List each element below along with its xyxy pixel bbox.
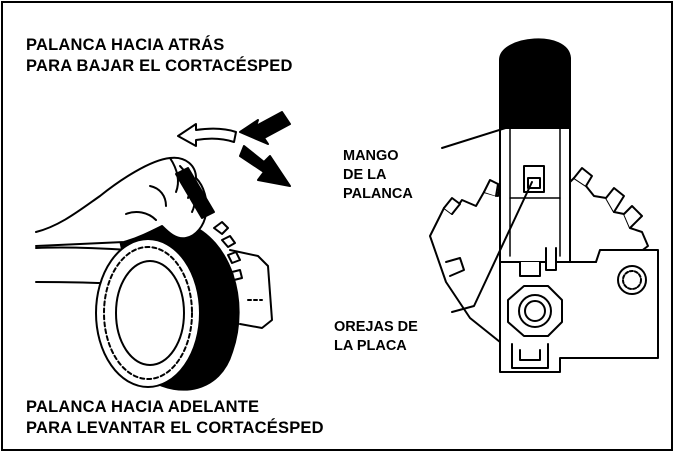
hand xyxy=(35,156,215,247)
handle-callout-line-1: MANGO xyxy=(343,148,399,164)
tabs-callout-line-1: OREJAS DE xyxy=(334,319,418,335)
tabs-callout-line-2: LA PLACA xyxy=(334,338,407,354)
lever-shaft xyxy=(499,127,571,263)
rivet xyxy=(617,265,647,295)
wheel xyxy=(95,217,243,391)
lever-handle-grip xyxy=(499,38,571,129)
handle-callout-line-3: PALANCA xyxy=(343,186,413,202)
top-caption-line-1: PALANCA HACIA ATRÁS xyxy=(26,36,225,54)
bottom-caption-line-1: PALANCA HACIA ADELANTE xyxy=(26,398,260,416)
handle-callout-line-2: DE LA xyxy=(343,167,387,183)
direction-arrows xyxy=(177,111,291,187)
leader-lines xyxy=(441,125,533,313)
bottom-caption-line-2: PARA LEVANTAR EL CORTACÉSPED xyxy=(26,419,324,437)
notched-plate xyxy=(429,167,649,357)
top-caption-line-2: PARA BAJAR EL CORTACÉSPED xyxy=(26,57,293,75)
pivot-bolt xyxy=(507,285,563,337)
